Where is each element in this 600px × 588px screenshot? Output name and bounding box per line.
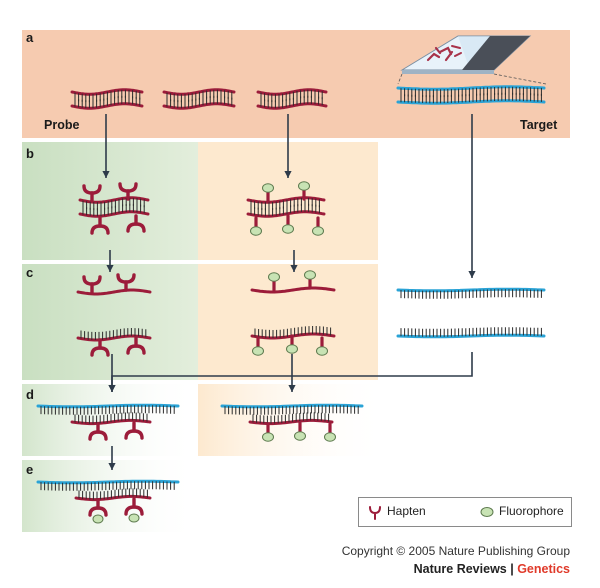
hapten-e-2	[124, 497, 144, 523]
probe-duplex-3-bottom-strand	[256, 95, 328, 110]
arrow-target-to-d	[108, 352, 473, 392]
hapten-e-1	[88, 498, 108, 524]
arrow-d-to-e	[108, 446, 116, 470]
panel-label-a: a	[26, 30, 34, 45]
panel-c-green-background	[22, 264, 198, 380]
fluorophore-b-bottom-1	[250, 216, 262, 236]
labelled-probe-fluor-b-top-strand	[246, 196, 326, 211]
panel-label-e: e	[26, 462, 34, 477]
probe-e-strand	[74, 488, 152, 502]
fluorophore-b-bottom-2	[282, 214, 294, 234]
panel-label-b: b	[26, 146, 34, 161]
fluorophore-d-3	[324, 422, 336, 442]
probe-duplex-3-top-strand	[256, 88, 328, 103]
microscope-slide-icon	[397, 35, 547, 85]
hapten-b-top-2	[118, 182, 138, 201]
arrow-target-down	[468, 114, 476, 278]
hapten-c-bottom-1	[90, 338, 110, 357]
hapten-b-bottom-1	[90, 216, 110, 235]
probe-c-strand-2	[76, 328, 152, 342]
arrow-b-to-c-left	[106, 250, 114, 272]
antibody-fluorophore-2	[128, 513, 140, 523]
panel-c-peach-background	[198, 264, 378, 380]
probe-duplex-2-bottom-strand	[162, 95, 236, 110]
probe-d-strand-2	[248, 412, 334, 426]
probe-c-strand-3	[250, 286, 336, 294]
target-d-strand-1	[36, 403, 180, 415]
target-c-strand-1	[396, 287, 546, 299]
journal-name: Genetics	[517, 562, 570, 576]
arrow-a-to-b-left	[102, 114, 110, 178]
probe-duplex-2-top-strand	[162, 88, 236, 103]
target-duplex-bottom-strand	[396, 92, 546, 105]
labelled-probe-hapten-b-bottom-strand	[78, 203, 150, 218]
journal-credit: Nature Reviews | Genetics	[414, 562, 570, 576]
probe-c-strand-1	[76, 288, 152, 296]
fluorophore-c-bottom-1	[252, 336, 264, 356]
probe-duplex-1-top-strand	[70, 88, 144, 103]
hapten-d-2	[124, 421, 144, 440]
fluorophore-b-bottom-3	[312, 216, 324, 236]
target-c-strand-2	[396, 327, 546, 339]
panel-d-green-background	[22, 384, 198, 456]
fluorophore-d-2	[294, 421, 306, 441]
panel-label-c: c	[26, 265, 34, 280]
hapten-d-1	[88, 422, 108, 441]
antibody-fluorophore-1	[92, 514, 104, 524]
target-e-strand	[36, 479, 180, 491]
fluorophore-b-top-2	[298, 181, 310, 201]
fluorophore-c-bottom-3	[316, 336, 328, 356]
labelled-probe-fluor-b-bottom-strand	[246, 203, 326, 218]
hapten-c-top-2	[116, 273, 136, 292]
target-label: Target	[520, 118, 558, 132]
hapten-c-bottom-2	[126, 336, 146, 355]
probe-d-strand-1	[70, 412, 152, 426]
arrow-c-to-d-right	[288, 354, 296, 392]
journal-prefix: Nature Reviews |	[413, 562, 518, 576]
hapten-b-top-1	[82, 184, 102, 203]
fluorophore-legend-icon	[480, 507, 494, 517]
probe-label: Probe	[44, 118, 80, 132]
panel-e-green-background	[22, 460, 198, 532]
hapten-b-bottom-2	[126, 214, 146, 233]
hapten-c-top-1	[82, 275, 102, 294]
fluorophore-d-1	[262, 422, 274, 442]
panel-label-d: d	[26, 387, 34, 402]
target-d-strand-2	[220, 403, 364, 415]
fluorophore-c-top-1	[268, 272, 280, 292]
probe-duplex-1-bottom-strand	[70, 95, 144, 110]
legend-fluorophore-text: Fluorophore	[499, 504, 564, 518]
copyright-text: Copyright © 2005 Nature Publishing Group	[341, 544, 570, 558]
legend-hapten-text: Hapten	[387, 504, 426, 518]
legend: Hapten Fluorophore	[358, 497, 572, 527]
arrow-a-to-b-right	[284, 114, 292, 178]
fluorophore-c-top-2	[304, 270, 316, 290]
fluorophore-b-top-1	[262, 183, 274, 203]
arrow-b-to-c-right	[290, 250, 298, 272]
target-duplex-top-strand	[396, 85, 546, 98]
fluorophore-c-bottom-2	[286, 334, 298, 354]
hapten-legend-icon	[369, 506, 381, 520]
